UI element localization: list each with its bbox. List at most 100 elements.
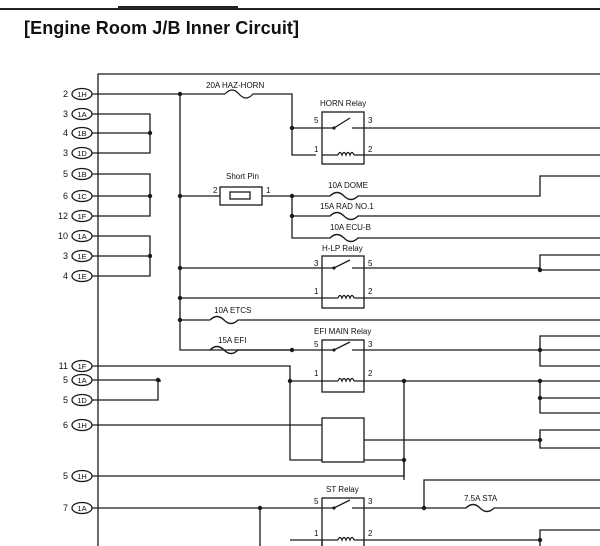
short-pin-pin: 1 [266, 186, 271, 195]
pin-row: 7 1A [63, 501, 93, 515]
connector-id: 1B [77, 170, 86, 179]
page-title: [Engine Room J/B Inner Circuit] [24, 18, 300, 38]
connector-id: 1C [77, 192, 87, 201]
pin-number: 10 [58, 231, 68, 241]
pin-row: 3 1D [63, 146, 93, 160]
short-pin-out [262, 195, 316, 239]
relay-pin: 2 [368, 145, 373, 154]
fuse-label-dome: 10A DOME [328, 181, 368, 190]
fuse-haz-horn [224, 89, 316, 156]
fuse-label-haz-horn: 20A HAZ-HORN [206, 81, 264, 90]
fuse-etcs [209, 315, 600, 325]
pin-number: 6 [63, 191, 68, 201]
pin-number: 3 [63, 109, 68, 119]
pin-number: 5 [63, 375, 68, 385]
pin-row: 5 1B [63, 167, 93, 181]
relay-label: HORN Relay [320, 99, 366, 108]
pin-number: 5 [63, 395, 68, 405]
pin-row: 5 1D [63, 393, 93, 407]
pin-number: 3 [63, 148, 68, 158]
jb-outline [97, 73, 600, 546]
pin-group-wiring [98, 113, 151, 277]
fuse-label-efi: 15A EFI [218, 336, 246, 345]
pin-number: 6 [63, 420, 68, 430]
fuse-sta [424, 503, 600, 513]
relay-pin: 1 [314, 369, 319, 378]
connector-id: 1A [77, 110, 86, 119]
relay-pin: 1 [314, 529, 319, 538]
pin-number: 3 [63, 251, 68, 261]
connector-id: 1A [77, 232, 86, 241]
connector-id: 1H [77, 421, 87, 430]
pin-row: 6 1C [63, 189, 93, 203]
relay-pin: 3 [368, 497, 373, 506]
pin-number: 12 [58, 211, 68, 221]
st-relay: ST Relay 5 3 1 2 [314, 485, 373, 546]
pin-row: 3 1A [63, 107, 93, 121]
horn-relay: HORN Relay 5 3 1 2 [314, 99, 373, 165]
short-pin-pin: 2 [213, 186, 218, 195]
h-lp-relay-out [364, 267, 600, 271]
pin-row: 11 1F [59, 359, 93, 373]
pin-number: 11 [59, 361, 68, 371]
relay-pin: 5 [368, 259, 373, 268]
pin-number: 2 [63, 89, 68, 99]
pin-row: 4 1E [63, 269, 93, 283]
header-rule [0, 8, 600, 10]
pin-number: 4 [63, 271, 68, 281]
main-bus [98, 93, 600, 351]
fuse-efi [209, 345, 292, 355]
relay-pin: 5 [314, 340, 319, 349]
fuse-dome [292, 175, 600, 201]
relay-pin: 2 [368, 369, 373, 378]
fuse-label-ecu-b: 10A ECU-B [330, 223, 371, 232]
fuse-label-rad-no1: 15A RAD NO.1 [320, 202, 374, 211]
relay-label: ST Relay [326, 485, 359, 494]
connector-id: 1E [77, 252, 86, 261]
relay-pin: 3 [314, 259, 319, 268]
pin-row: 6 1H [63, 418, 93, 432]
pin-leads [92, 93, 98, 509]
connector-id: 1A [77, 376, 86, 385]
pin-row: 2 1H [63, 87, 93, 101]
resistor-block [321, 417, 365, 463]
h-lp-relay: H-LP Relay 3 5 1 2 [314, 244, 373, 309]
pin-number: 4 [63, 128, 68, 138]
connector-id: 1E [77, 272, 86, 281]
relay-pin: 3 [368, 340, 373, 349]
relay-pin: 1 [314, 287, 319, 296]
efi-main-relay: EFI MAIN Relay 5 3 1 2 [314, 327, 373, 393]
connector-id: 1D [77, 396, 87, 405]
left-pins: 2 1H 3 1A 4 1B 3 1D 5 1B 6 1C [58, 87, 93, 515]
connector-id: 1F [78, 362, 87, 371]
connector-id: 1D [77, 149, 87, 158]
fuse-label-sta: 7.5A STA [464, 494, 498, 503]
relay-pin: 2 [368, 529, 373, 538]
pin-row: 4 1B [63, 126, 93, 140]
pin-row: 10 1A [58, 229, 93, 243]
short-pin: Short Pin 2 1 [213, 172, 271, 206]
connector-id: 1A [77, 504, 86, 513]
relay-pin: 5 [314, 497, 319, 506]
pin-row: 3 1E [63, 249, 93, 263]
pin-row: 5 1H [63, 469, 93, 483]
fuse-label-etcs: 10A ETCS [214, 306, 251, 315]
relay-label: H-LP Relay [322, 244, 363, 253]
relay-pin: 2 [368, 287, 373, 296]
relay-label: EFI MAIN Relay [314, 327, 371, 336]
pin-number: 5 [63, 471, 68, 481]
connector-id: 1H [77, 90, 87, 99]
pin-number: 7 [63, 503, 68, 513]
short-pin-label: Short Pin [226, 172, 259, 181]
pin-row: 12 1F [58, 209, 93, 223]
connector-id: 1H [77, 472, 87, 481]
header-fragment [118, 0, 238, 8]
pin-number: 5 [63, 169, 68, 179]
fuse-rad-no1 [292, 211, 600, 221]
relay-pin: 3 [368, 116, 373, 125]
connector-id: 1F [78, 212, 87, 221]
relay-pin: 5 [314, 116, 319, 125]
fuse-ecu-b [316, 233, 600, 243]
connector-id: 1B [77, 129, 86, 138]
